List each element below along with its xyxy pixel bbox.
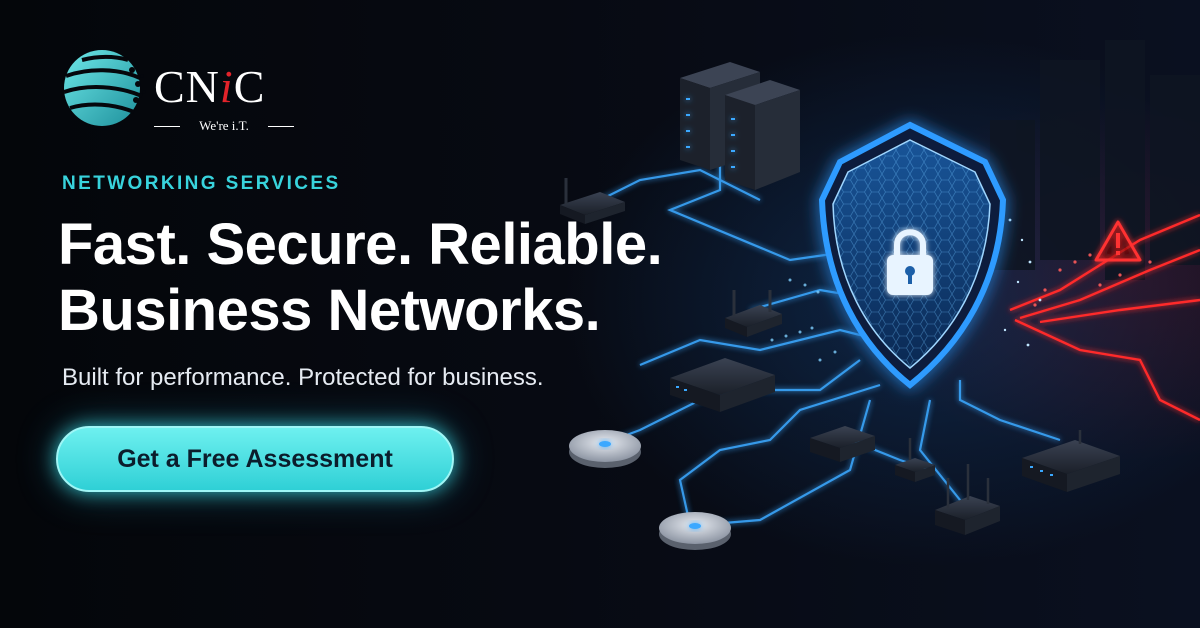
globe-icon <box>63 50 146 126</box>
switch-icon <box>670 358 775 412</box>
switch-icon <box>810 426 875 462</box>
threat-particles <box>1033 253 1152 307</box>
brand-logo[interactable]: CNiC We're i.T. <box>58 42 308 138</box>
router-icon <box>935 464 1000 535</box>
threat-traces <box>1009 213 1200 422</box>
brand-wordmark: CNiC <box>154 64 265 110</box>
server-rack-icon <box>680 62 800 190</box>
router-icon <box>725 290 782 337</box>
headline-line-2: Business Networks. <box>58 278 601 343</box>
switch-icon <box>1022 430 1120 492</box>
city-skyline <box>990 40 1200 280</box>
subheadline: Built for performance. Protected for bus… <box>62 364 544 391</box>
eyebrow-label: NETWORKING SERVICES <box>62 173 341 194</box>
shield-lock-icon <box>818 121 1007 389</box>
brand-name-suffix: C <box>233 61 266 112</box>
headline: Fast. Secure. Reliable. Business Network… <box>58 212 758 344</box>
get-free-assessment-button[interactable]: Get a Free Assessment <box>56 426 454 492</box>
headline-line-1: Fast. Secure. Reliable. <box>58 212 663 277</box>
access-point-icon <box>659 512 731 550</box>
warning-triangle-icon <box>1094 220 1142 262</box>
cta-label: Get a Free Assessment <box>117 444 393 473</box>
brand-name-prefix: CN <box>154 61 220 112</box>
brand-tagline: We're i.T. <box>154 118 294 134</box>
brand-name-accent: i <box>219 61 234 112</box>
access-point-icon <box>569 430 641 468</box>
router-icon <box>560 178 625 224</box>
router-icon <box>895 438 935 482</box>
